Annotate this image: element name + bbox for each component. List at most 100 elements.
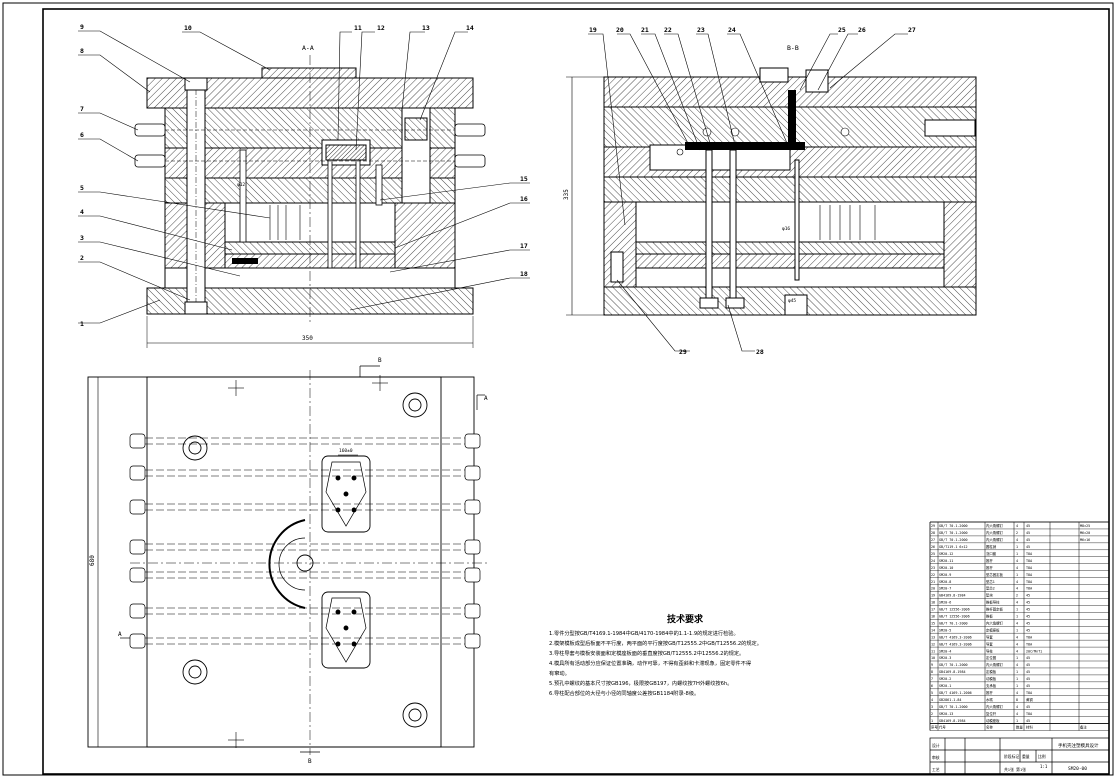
bom-cell-mat: 45	[1026, 628, 1030, 632]
bom-cell-mat: T8A	[1026, 587, 1032, 591]
balloons-top-left	[182, 31, 468, 151]
bom-cell-name: 型芯1	[986, 579, 995, 584]
bom-cell-code: GB/T 70.1-2000	[939, 621, 968, 625]
bom-cell-qty: 4	[1016, 635, 1018, 639]
bom-cell-qty: 1	[1016, 670, 1018, 674]
technical-requirements: 技术要求 1.零件分型按GB/T4169.1-1984中GB/4170-1984…	[549, 613, 762, 697]
bom-cell-qty: 2	[1016, 594, 1018, 598]
bom-cell-name: 推杆	[986, 565, 993, 570]
balloon-20: 20	[616, 26, 624, 34]
bom-cell-qty: 4	[1016, 566, 1018, 570]
bom-cell-mat: 45	[1026, 545, 1030, 549]
bom-cell-qty: 4	[1016, 621, 1018, 625]
bom-cell-qty: 1	[1016, 615, 1018, 619]
bom-cell-name: 型芯固定板	[986, 572, 1004, 577]
bom-cell-mat: T8A	[1026, 559, 1032, 563]
bom-cell-note: M6×16	[1080, 538, 1090, 542]
bom-cell-name: 内六角螺钉	[986, 523, 1004, 528]
bom-cell-mat: 45	[1026, 684, 1030, 688]
dim-hole-pitch: 160±0	[339, 448, 353, 454]
title-part-name: 手机壳注塑模具设计	[1058, 742, 1099, 749]
balloon-13: 13	[422, 24, 430, 32]
bom-cell-no: 1	[931, 719, 933, 723]
bom-cell-no: 11	[931, 649, 935, 653]
title-stage-label: 阶段标记	[1004, 754, 1019, 759]
bom-cell-code: GB/T 4169.3-2006	[939, 635, 972, 639]
bom-cell-no: 15	[931, 621, 935, 625]
bom-cell-mat: 45	[1026, 621, 1030, 625]
bom-cell-name: 内六角螺钉	[986, 662, 1004, 667]
bom-cell-code: GB/T 12556-2006	[939, 615, 970, 619]
dim-plan-height: 680	[89, 555, 96, 566]
bom-cell-no: 8	[931, 670, 933, 674]
bom-cell-qty: 1	[1016, 677, 1018, 681]
bom-cell-no: 18	[931, 601, 935, 605]
bom-cell-mat: 45	[1026, 524, 1030, 528]
bom-cell-name: 动模座板	[986, 718, 1000, 723]
tech-req-title: 技术要求	[667, 613, 704, 625]
bom-cell-qty: 4	[1016, 580, 1018, 584]
bom-cell-name: 定模座板	[986, 627, 1000, 632]
bom-cell-no: 16	[931, 615, 935, 619]
bom-cell-mat: T8A	[1026, 642, 1032, 646]
bom-cell-no: 14	[931, 628, 935, 632]
bom-cell-mat: 45	[1026, 538, 1030, 542]
bom-cell-mat: T8A	[1026, 573, 1032, 577]
title-weight-label: 重量	[1022, 754, 1030, 759]
bom-cell-mat: 45	[1026, 670, 1030, 674]
bom-cell-name: 内六角螺钉	[986, 530, 1004, 535]
bom-cell-no: 17	[931, 608, 935, 612]
bom-cell-qty: 4	[1016, 524, 1018, 528]
dim-dia-left: φ12	[237, 182, 245, 188]
balloon-26: 26	[858, 26, 866, 34]
bom-cell-code: GB4169.8-1984	[939, 670, 966, 674]
bom-cell-mat: T8A	[1026, 566, 1032, 570]
bom-cell-qty: 1	[1016, 608, 1018, 612]
bom-cell-no: 2	[931, 712, 933, 716]
bom-cell-qty: 4	[1016, 712, 1018, 716]
bom-cell-no: 5	[931, 691, 933, 695]
bom-cell-qty: 1	[1016, 656, 1018, 660]
bom-cell-code: GB4169.8-1984	[939, 719, 966, 723]
bom-cell-no: 6	[931, 684, 933, 688]
bom-cell-code: GB2861.1-84	[939, 698, 961, 702]
balloon-12: 12	[377, 24, 385, 32]
bom-cell-code: SM20-10	[939, 566, 953, 570]
bom-cell-no: 20	[931, 587, 935, 591]
bom-cell-qty: 1	[1016, 628, 1018, 632]
bom-cell-code: SM20-13	[939, 712, 953, 716]
bom-cell-code: SM20-2	[939, 677, 951, 681]
bom-cell-mat: T8A	[1026, 635, 1032, 639]
bom-cell-name: 推板导柱	[986, 600, 1000, 605]
dim-dia-right: φ16	[782, 226, 790, 232]
bom-cell-qty: 4	[1016, 691, 1018, 695]
bom-cell-name: 浇口套	[986, 551, 997, 556]
title-sheet: 共1张 第1张	[1004, 767, 1026, 772]
bom-cell-mat: 20CrMnTi	[1026, 649, 1042, 653]
bom-cell-no: 10	[931, 656, 935, 660]
bom-cell-name: 型芯2	[986, 586, 995, 591]
bom-cell-no: 24	[931, 559, 935, 563]
bom-cell-qty: 4	[1016, 642, 1018, 646]
balloon-1: 1	[80, 320, 84, 328]
balloon-24: 24	[728, 26, 736, 34]
section-a-a-view: A-A 350 φ12	[134, 44, 486, 348]
bom-header-name: 名称	[986, 725, 993, 730]
bom-cell-qty: 1	[1016, 573, 1018, 577]
bom-cell-code: SM20-4	[939, 649, 951, 653]
bom-cell-no: 22	[931, 573, 935, 577]
plan-a-marker-left: A	[118, 631, 122, 638]
bom-cell-no: 28	[931, 531, 935, 535]
bom-cell-no: 21	[931, 580, 935, 584]
balloon-10: 10	[184, 24, 192, 32]
bom-cell-code: GB/T 70.1-2000	[939, 705, 968, 709]
balloon-18: 18	[520, 270, 528, 278]
balloon-14: 14	[466, 24, 474, 32]
bom-cell-name: 推杆	[986, 690, 993, 695]
balloon-7: 7	[80, 105, 84, 113]
balloon-6: 6	[80, 131, 84, 139]
bom-cell-code: SM20-5	[939, 628, 951, 632]
bom-cell-mat: 45	[1026, 705, 1030, 709]
tech-req-line-3: 3.导柱导套与模板安装面和定模座板面的垂直度按GB/T12555.2中12556…	[549, 649, 744, 657]
